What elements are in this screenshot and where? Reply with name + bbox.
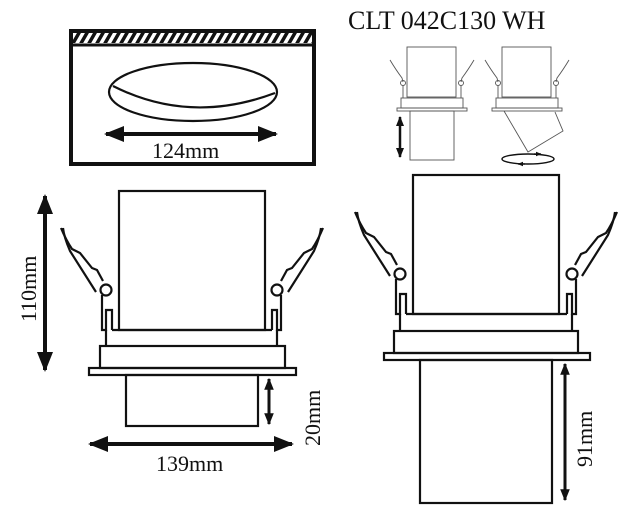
lamp-body [117, 189, 267, 332]
cutout-width-label: 124mm [152, 138, 219, 163]
mini-view-tilt-rotate [484, 46, 570, 167]
extended-part [418, 358, 554, 505]
height-label: 110mm [16, 256, 41, 322]
front-view-installed: 110mm 20mm 139mm [16, 189, 325, 476]
recessed-part [124, 373, 260, 428]
cutout-view: 124mm [69, 29, 316, 166]
rotation-ellipse [501, 153, 555, 165]
lamp-body [411, 173, 561, 316]
mini-view-height-adjust [389, 46, 475, 161]
product-code-title: CLT 042C130 WH [348, 6, 546, 35]
cutout-ellipse [107, 61, 279, 123]
front-view-extended: 91mm [353, 173, 619, 505]
ceiling-hatch [73, 33, 312, 43]
extension-label: 91mm [572, 411, 597, 467]
width-label: 139mm [156, 451, 223, 476]
recess-label: 20mm [300, 390, 325, 446]
